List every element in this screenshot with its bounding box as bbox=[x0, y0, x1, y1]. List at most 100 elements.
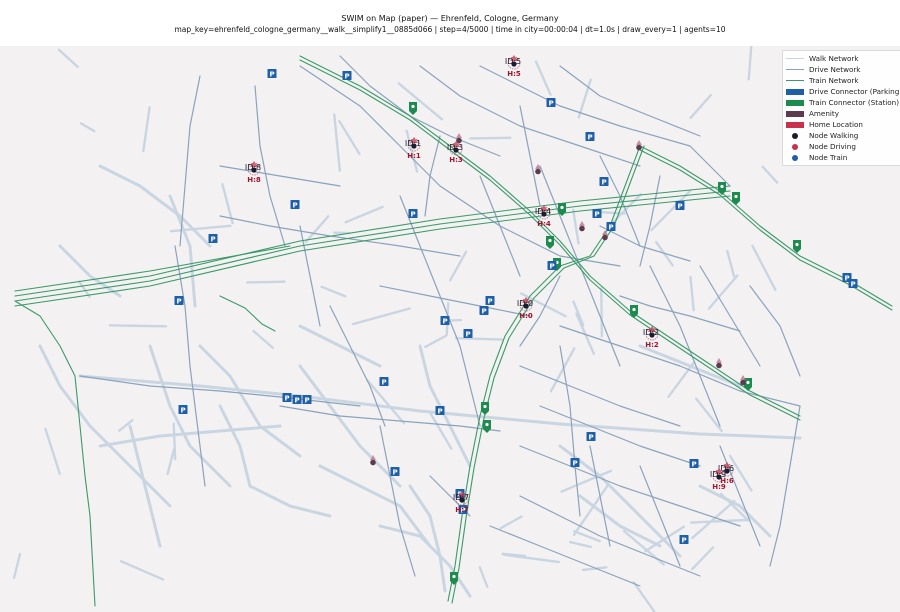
node-walking-icon bbox=[541, 211, 547, 217]
legend-item-amenity: Amenity bbox=[786, 108, 900, 119]
drive-road bbox=[419, 65, 641, 167]
amenity-pin bbox=[370, 455, 376, 460]
parking-icon bbox=[679, 535, 689, 544]
parking-symbol: P bbox=[481, 307, 486, 315]
walk-street bbox=[689, 518, 751, 524]
drive-road bbox=[279, 405, 501, 432]
train-station-icon bbox=[450, 572, 458, 585]
home-location-icon bbox=[723, 462, 731, 468]
legend-swatch bbox=[786, 89, 804, 95]
walk-street bbox=[597, 210, 626, 215]
parking-symbol: P bbox=[294, 396, 299, 404]
amenity-icon bbox=[535, 168, 541, 175]
walk-street bbox=[246, 280, 286, 284]
walk-street bbox=[168, 194, 197, 308]
train-station-marker bbox=[450, 572, 458, 585]
agent-id-label: ID:7 bbox=[453, 493, 469, 502]
train-station-marker bbox=[744, 378, 752, 391]
agent-range-ring bbox=[537, 206, 551, 220]
parking-icon bbox=[689, 459, 699, 468]
parking-marker: P bbox=[546, 98, 556, 107]
drive-road bbox=[399, 195, 461, 347]
drive-road bbox=[639, 175, 661, 267]
parking-symbol: P bbox=[844, 274, 849, 282]
parking-symbol: P bbox=[548, 99, 553, 107]
node-walking-icon bbox=[511, 61, 517, 67]
drive-road bbox=[174, 245, 206, 487]
agent-home-label: H:2 bbox=[645, 341, 659, 349]
parking-icon bbox=[440, 316, 450, 325]
walk-street bbox=[57, 48, 79, 69]
map-svg[interactable]: PPPPPPPPPPPPPPPPPPPPPPPPPPPPPPPP ID:1H:1… bbox=[0, 46, 900, 612]
parking-marker: P bbox=[342, 71, 352, 80]
parking-marker: P bbox=[302, 395, 312, 404]
legend-swatch bbox=[786, 111, 804, 117]
train-stations bbox=[409, 102, 801, 585]
walk-street bbox=[667, 360, 696, 398]
node-walking-icon bbox=[453, 147, 459, 153]
drive-road bbox=[599, 225, 691, 262]
agent-range-ring bbox=[712, 469, 726, 483]
agent-home-label: H:8 bbox=[247, 176, 261, 184]
map-canvas[interactable]: PPPPPPPPPPPPPPPPPPPPPPPPPPPPPPPP ID:1H:1… bbox=[0, 46, 900, 612]
drive-road bbox=[519, 275, 561, 347]
walk-street bbox=[560, 469, 613, 493]
train-station-marker bbox=[481, 402, 489, 415]
legend-label: Home Location bbox=[809, 120, 863, 129]
legend-swatch bbox=[786, 122, 804, 128]
parking-marker: P bbox=[848, 279, 858, 288]
walk-street bbox=[366, 379, 406, 425]
walk-street bbox=[408, 484, 447, 593]
walk-street bbox=[549, 347, 576, 393]
drive-road bbox=[519, 365, 681, 427]
walk-street bbox=[689, 93, 713, 120]
drive-road bbox=[539, 405, 701, 467]
walk-street bbox=[573, 530, 601, 543]
train-station-icon bbox=[546, 236, 554, 249]
walk-street bbox=[108, 324, 168, 328]
parking-icon bbox=[585, 132, 595, 141]
agent-id-7: ID:7H:7 bbox=[453, 491, 469, 514]
walk-street bbox=[499, 515, 523, 530]
walk-street bbox=[98, 164, 212, 248]
walk-street bbox=[58, 244, 122, 298]
parking-symbol: P bbox=[608, 223, 613, 231]
drive-road bbox=[489, 525, 641, 587]
drive-road bbox=[424, 135, 441, 217]
amenity-icon bbox=[636, 144, 642, 151]
walk-street bbox=[691, 546, 715, 571]
drive-road bbox=[719, 445, 761, 547]
amenity-icon bbox=[740, 379, 746, 386]
parking-marker: P bbox=[458, 505, 468, 514]
walk-street bbox=[12, 552, 22, 579]
train-station-dot bbox=[548, 238, 552, 243]
amenity-pin bbox=[579, 221, 585, 226]
walk-street bbox=[581, 566, 608, 572]
legend-swatch bbox=[786, 154, 804, 162]
legend-label: Walk Network bbox=[809, 54, 859, 63]
parking-marker: P bbox=[463, 329, 473, 338]
parking-icon bbox=[675, 201, 685, 210]
walk-street bbox=[572, 484, 609, 536]
walk-street bbox=[726, 249, 736, 278]
legend-item-walk-network: Walk Network bbox=[786, 53, 900, 64]
drive-road bbox=[479, 175, 521, 277]
parking-symbol: P bbox=[677, 202, 682, 210]
parking-symbol: P bbox=[572, 459, 577, 467]
walk-street bbox=[569, 540, 593, 549]
parking-icon bbox=[606, 222, 616, 231]
train-station-icon bbox=[793, 240, 801, 253]
legend-swatch bbox=[786, 100, 804, 106]
parking-marker: P bbox=[592, 209, 602, 218]
parking-symbol: P bbox=[850, 280, 855, 288]
walk-street bbox=[221, 182, 234, 225]
amenity-marker bbox=[456, 133, 462, 144]
parking-symbol: P bbox=[381, 378, 386, 386]
parking-marker: P bbox=[570, 458, 580, 467]
walk-street bbox=[761, 165, 779, 184]
drive-road bbox=[619, 295, 741, 332]
parking-marker: P bbox=[547, 261, 557, 270]
walk-street bbox=[166, 447, 176, 476]
drive-road bbox=[749, 285, 801, 377]
walk-street bbox=[534, 60, 552, 96]
